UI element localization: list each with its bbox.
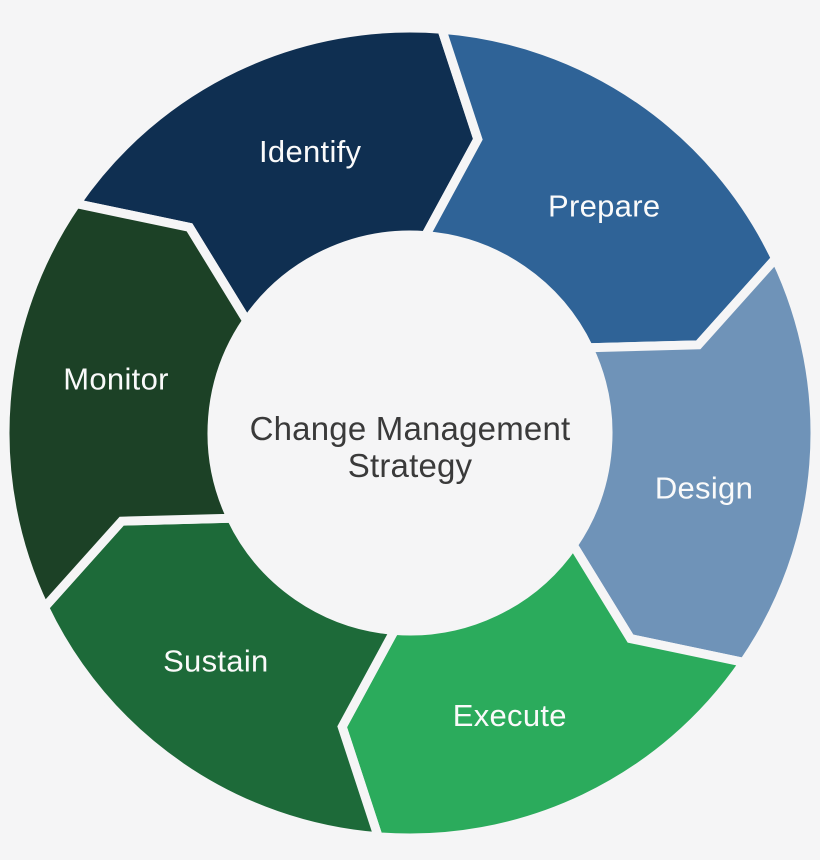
- segment-identify: [68, 23, 483, 330]
- segment-prepare: [418, 24, 781, 353]
- segment-label-prepare: Prepare: [548, 189, 660, 224]
- center-title-line1: Change Management: [250, 410, 571, 447]
- segment-label-identify: Identify: [259, 134, 362, 169]
- segment-execute: [337, 536, 752, 843]
- segment-sustain: [39, 513, 402, 842]
- segment-label-execute: Execute: [453, 698, 567, 733]
- segment-label-monitor: Monitor: [63, 362, 168, 397]
- center-title-line2: Strategy: [348, 447, 473, 484]
- segment-label-sustain: Sustain: [163, 643, 269, 678]
- segment-label-design: Design: [655, 470, 753, 505]
- segment-design: [567, 250, 820, 668]
- segment-monitor: [0, 198, 253, 616]
